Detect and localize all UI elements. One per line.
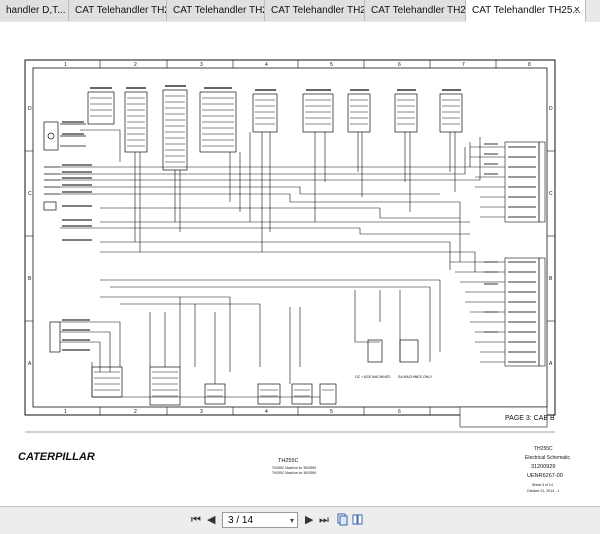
pdf-toolbar: ⏮ ◀ 3 / 14 ▾ ▶ ⏭ xyxy=(0,506,600,534)
tab-label: CAT Telehandler TH2... xyxy=(371,5,466,16)
title-doc-type: Electrical Schematic xyxy=(525,455,571,461)
col-number-bottom: 5 xyxy=(330,409,333,415)
tab-label: CAT Telehandler TH25... xyxy=(472,5,581,16)
row-index: D C B A D C B A xyxy=(28,106,553,367)
row-letter: D xyxy=(28,106,32,112)
connector-pins xyxy=(90,95,460,163)
row-letter: B xyxy=(549,276,553,282)
tab-label: CAT Telehandler TH2... xyxy=(173,5,264,16)
row-letter: B xyxy=(28,276,32,282)
row-letter: A xyxy=(28,361,32,367)
next-page-icon[interactable]: ▶ xyxy=(305,514,314,526)
title-date: October 21, 2014 - 1 xyxy=(527,489,559,493)
page-indicator: 3 / 14 xyxy=(228,515,254,526)
wiring-harness xyxy=(60,129,505,398)
last-page-icon[interactable]: ⏭ xyxy=(319,514,329,526)
col-number-top: 8 xyxy=(528,62,531,68)
col-number-top: 1 xyxy=(64,62,67,68)
title-sheet: Sheet 3 of 14 xyxy=(532,483,553,487)
two-page-view-icon[interactable] xyxy=(352,513,363,526)
page-selector[interactable]: 3 / 14 ▾ xyxy=(222,512,298,528)
connector-labels xyxy=(90,85,461,91)
col-number-top: 6 xyxy=(398,62,401,68)
title-block-right: TH255C Electrical Schematic 31200929 UEN… xyxy=(525,446,571,493)
column-index: 1 2 3 4 5 6 7 8 1 2 3 4 5 6 7 8 xyxy=(64,62,531,415)
left-labels xyxy=(62,121,92,351)
tab-2[interactable]: CAT Telehandler TH2... xyxy=(69,0,167,21)
tab-1[interactable]: handler D,T... xyxy=(0,0,69,21)
left-components xyxy=(43,121,86,353)
col-number-top: 2 xyxy=(134,62,137,68)
prev-page-icon[interactable]: ◀ xyxy=(207,514,216,526)
title-part-no: 31200929 xyxy=(531,464,555,470)
schematic-sheet: 1 2 3 4 5 6 7 8 1 2 3 4 5 6 7 8 xyxy=(18,59,571,493)
title-model: TH255C xyxy=(534,446,553,452)
tab-label: CAT Telehandler TH2... xyxy=(271,5,365,16)
sheet-border xyxy=(24,59,556,416)
drawing-border xyxy=(32,67,548,408)
center-line-1: TH255C Machine for 3603990 xyxy=(272,466,316,470)
col-number-top: 5 xyxy=(330,62,333,68)
row-letter: D xyxy=(549,106,553,112)
bottom-pins xyxy=(94,371,334,397)
browser-tab-bar: handler D,T... CAT Telehandler TH2... CA… xyxy=(0,0,600,23)
document-viewer[interactable]: 1 2 3 4 5 6 7 8 1 2 3 4 5 6 7 8 xyxy=(0,22,600,506)
tab-6-active[interactable]: CAT Telehandler TH25... × xyxy=(466,0,586,22)
close-icon[interactable]: × xyxy=(573,4,580,16)
title-doc-no: UENR6267-00 xyxy=(527,473,563,479)
tab-label: CAT Telehandler TH2... xyxy=(75,5,166,16)
col-number-bottom: 6 xyxy=(398,409,401,415)
center-model: TH255C xyxy=(278,458,299,464)
row-letter: C xyxy=(549,191,553,197)
col-number-bottom: 2 xyxy=(134,409,137,415)
first-page-icon[interactable]: ⏮ xyxy=(191,514,201,526)
caterpillar-logo: CATERPILLAR xyxy=(18,451,95,463)
single-page-view-icon[interactable] xyxy=(337,513,348,526)
center-line-2: TH255C Machine for 3603990 xyxy=(272,471,316,475)
col-number-bottom: 4 xyxy=(265,409,268,415)
page-label: PAGE 3: CAB B xyxy=(505,415,555,422)
col-number-bottom: 3 xyxy=(200,409,203,415)
col-number-bottom: 1 xyxy=(64,409,67,415)
row-letter: A xyxy=(549,361,553,367)
tab-3[interactable]: CAT Telehandler TH2... xyxy=(167,0,265,21)
bottom-connectors xyxy=(91,339,419,406)
col-number-top: 7 xyxy=(462,62,465,68)
col-number-top: 3 xyxy=(200,62,203,68)
right-labels xyxy=(484,143,536,363)
tab-label: handler D,T... xyxy=(6,5,66,16)
row-letter: C xyxy=(28,191,32,197)
tab-5[interactable]: CAT Telehandler TH2... xyxy=(365,0,466,21)
note-sa-only: SA MACHINES ONLY xyxy=(398,375,433,379)
col-number-top: 4 xyxy=(265,62,268,68)
machine-notes: OC + ASE MACHINES SA MACHINES ONLY xyxy=(355,375,433,379)
page-label-box xyxy=(459,406,548,428)
right-terminal-strip xyxy=(504,141,546,367)
note-oc-ase: OC + ASE MACHINES xyxy=(355,375,391,379)
top-connectors xyxy=(87,89,463,171)
chevron-down-icon[interactable]: ▾ xyxy=(289,516,294,525)
tab-4[interactable]: CAT Telehandler TH2... xyxy=(265,0,365,21)
